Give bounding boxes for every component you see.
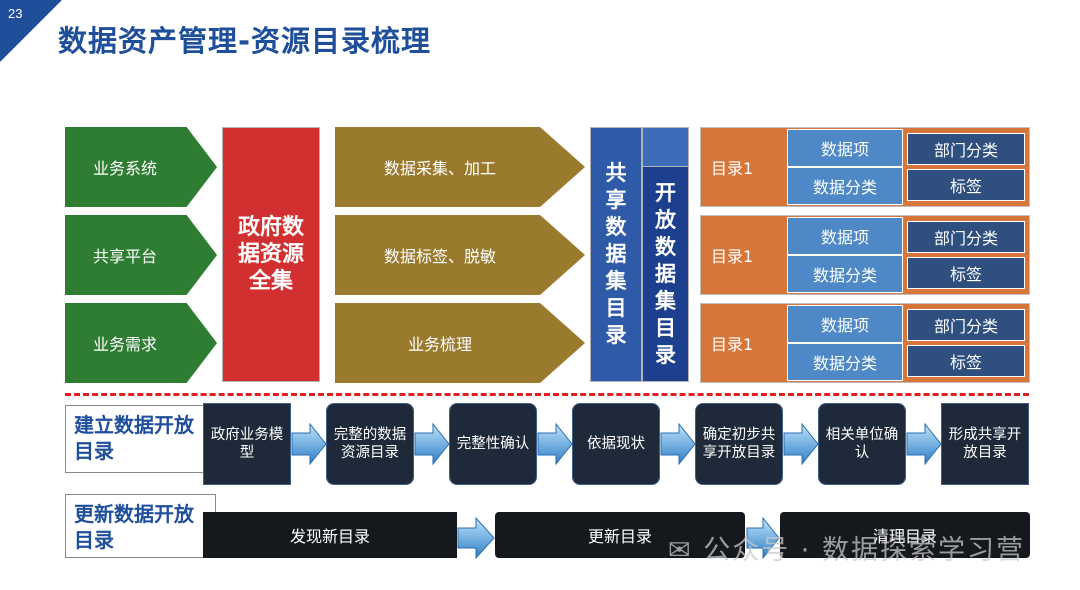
update-row-label: 更新数据开放目录 [65, 494, 216, 558]
shared-catalog-box: 共享数据集目录 [590, 127, 642, 382]
catalog-item: 数据分类 [787, 343, 903, 381]
update-step: 清理目录 [780, 512, 1030, 558]
watermark: ✉ 公众号 · 数据探索学习营 [668, 528, 1025, 567]
source-arrow: 业务系统 [65, 127, 217, 207]
build-step: 政府业务模型 [203, 403, 291, 485]
catalog-item: 数据项 [787, 129, 903, 167]
catalog-label: 目录1 [711, 335, 754, 354]
catalog-tag: 标签 [907, 257, 1025, 289]
catalog-tag: 标签 [907, 169, 1025, 201]
catalog-tag: 部门分类 [907, 133, 1025, 165]
build-row-label: 建立数据开放目录 [65, 405, 204, 473]
arrow-right-icon [291, 422, 327, 466]
arrow-right-icon [906, 422, 942, 466]
open-catalog-box: 开放数据集目录 [642, 166, 689, 382]
catalog-tag: 部门分类 [907, 309, 1025, 341]
update-step: 更新目录 [495, 512, 745, 558]
catalog-item: 数据项 [787, 217, 903, 255]
arrow-right-icon [783, 422, 819, 466]
catalog-tag: 部门分类 [907, 221, 1025, 253]
arrow-right-icon [660, 422, 696, 466]
build-step: 完整的数据资源目录 [326, 403, 414, 485]
open-catalog-header [642, 127, 689, 167]
build-step: 相关单位确认 [818, 403, 906, 485]
source-arrow: 共享平台 [65, 215, 217, 295]
corner-banner [0, 0, 62, 62]
process-arrow: 数据采集、加工 [335, 127, 585, 207]
section-divider [65, 393, 1029, 396]
arrow-right-icon [457, 516, 495, 560]
update-step: 发现新目录 [203, 512, 457, 558]
build-step: 确定初步共享开放目录 [695, 403, 783, 485]
catalog-label: 目录1 [711, 159, 754, 178]
build-step: 形成共享开放目录 [941, 403, 1029, 485]
build-step: 完整性确认 [449, 403, 537, 485]
page-title: 数据资产管理-资源目录梳理 [58, 24, 432, 58]
catalog-item: 数据项 [787, 305, 903, 343]
resource-pool-box: 政府数据资源全集 [222, 127, 320, 382]
catalog-item: 数据分类 [787, 167, 903, 205]
process-arrow: 业务梳理 [335, 303, 585, 383]
catalog-group: 目录1 数据项 数据分类 部门分类 标签 [700, 127, 1030, 207]
catalog-label: 目录1 [711, 247, 754, 266]
build-step: 依据现状 [572, 403, 660, 485]
catalog-group: 目录1 数据项 数据分类 部门分类 标签 [700, 215, 1030, 295]
arrow-right-icon [537, 422, 573, 466]
wechat-icon: ✉ [668, 535, 693, 566]
catalog-tag: 标签 [907, 345, 1025, 377]
page-number: 23 [8, 6, 23, 21]
catalog-item: 数据分类 [787, 255, 903, 293]
watermark-text: 公众号 · 数据探索学习营 [703, 535, 1025, 566]
arrow-right-icon [414, 422, 450, 466]
catalog-group: 目录1 数据项 数据分类 部门分类 标签 [700, 303, 1030, 383]
source-arrow: 业务需求 [65, 303, 217, 383]
process-arrow: 数据标签、脱敏 [335, 215, 585, 295]
